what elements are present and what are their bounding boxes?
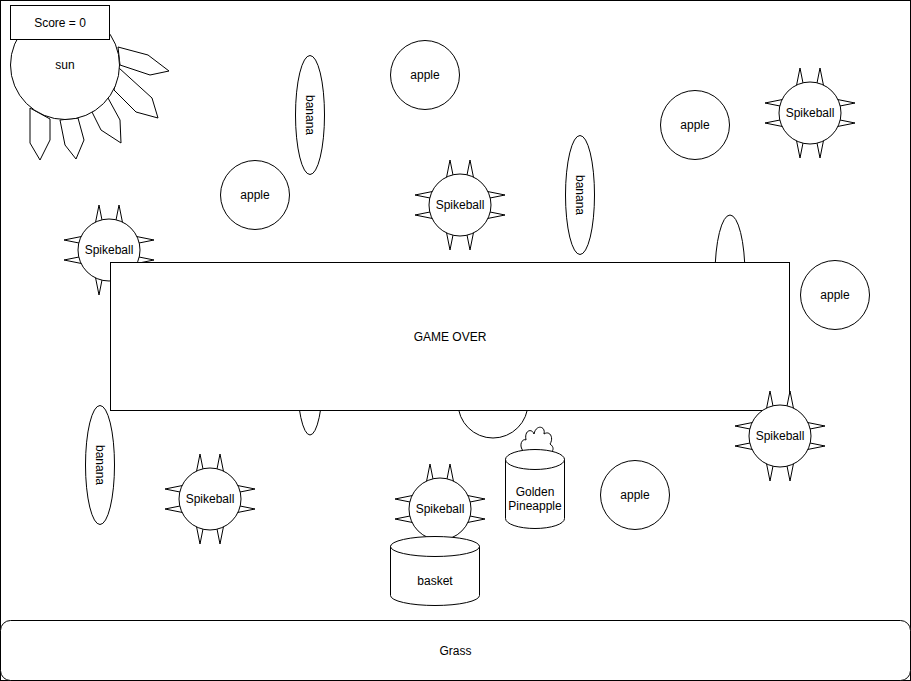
item-label: banana — [573, 175, 587, 215]
apple-item: apple — [390, 40, 460, 110]
game-over-panel: GAME OVER — [110, 262, 790, 411]
banana-item: banana — [85, 405, 115, 525]
item-label: Spikeball — [85, 243, 134, 257]
item-label: apple — [680, 118, 709, 132]
item-label: banana — [303, 95, 317, 135]
banana-item: banana — [565, 135, 595, 255]
item-label: apple — [240, 188, 269, 202]
spikeball-enemy: Spikeball — [735, 391, 825, 481]
pineapple-crown — [521, 427, 553, 452]
apple-item: apple — [600, 460, 670, 530]
item-label: Spikeball — [436, 198, 485, 212]
item-label: apple — [410, 68, 439, 82]
basket: basket — [390, 536, 480, 606]
item-label: Spikeball — [416, 502, 465, 516]
basket-outline — [390, 536, 480, 606]
spikeball-enemy: Spikeball — [165, 454, 255, 544]
golden-pineapple: Golden Pineapple — [505, 449, 565, 529]
apple-item: apple — [800, 260, 870, 330]
item-label: banana — [93, 445, 107, 485]
apple-item: apple — [220, 160, 290, 230]
item-label: basket — [417, 574, 452, 588]
item-label: Score = 0 — [34, 16, 86, 30]
item-label: Grass — [439, 644, 471, 658]
item-label: Spikeball — [756, 429, 805, 443]
item-label: apple — [620, 488, 649, 502]
item-label: Spikeball — [186, 492, 235, 506]
spikeball-enemy: Spikeball — [415, 160, 505, 250]
score-box: Score = 0 — [10, 5, 110, 40]
item-label: Golden Pineapple — [507, 485, 563, 513]
apple-item: apple — [660, 90, 730, 160]
item-label: GAME OVER — [414, 330, 487, 344]
grass-ground: Grass — [0, 620, 911, 681]
item-label: Spikeball — [786, 106, 835, 120]
banana-item: banana — [295, 55, 325, 175]
spikeball-enemy: Spikeball — [765, 68, 855, 158]
item-label: apple — [820, 288, 849, 302]
item-label: sun — [55, 58, 74, 72]
